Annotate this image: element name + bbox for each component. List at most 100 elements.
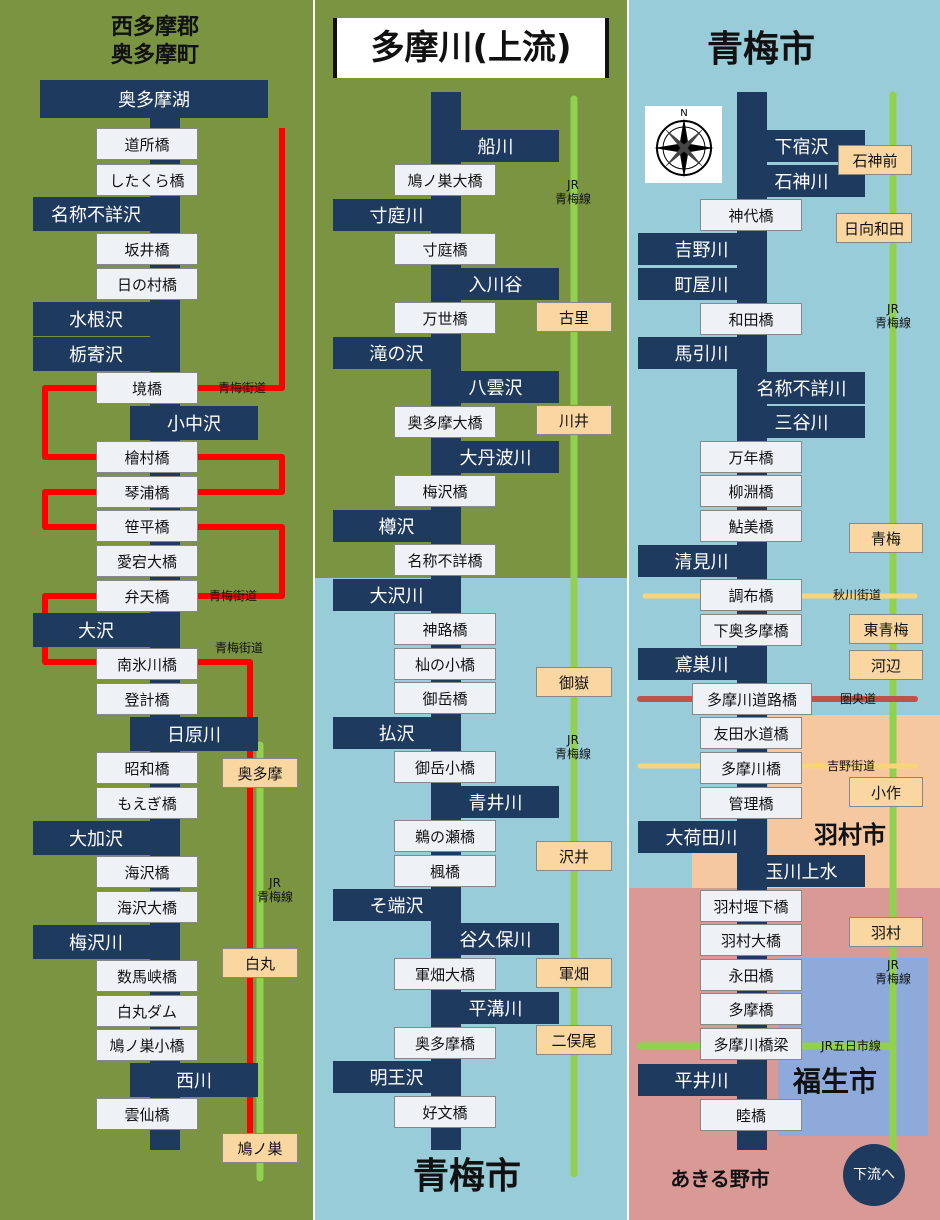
- downstream-button-bg: [843, 1144, 905, 1206]
- col3-tributary-27: 平井川: [638, 1064, 765, 1096]
- col1-bridge-12: 笹平橋: [96, 510, 198, 542]
- col3-bridge-2: 神代橋: [700, 199, 802, 231]
- col3-tributary-20: 大荷田川: [638, 821, 765, 853]
- col2-map-note-0: JR 青梅線: [554, 178, 591, 206]
- col1-station-31: 白丸: [222, 948, 298, 978]
- col2-tributary-23: 谷久保川: [432, 923, 559, 955]
- col2-bridge-12: 名称不詳橋: [394, 544, 496, 576]
- col3-bridge-16: 多摩川道路橋: [692, 683, 812, 715]
- col1-bridge-26: 白丸ダム: [96, 995, 198, 1027]
- col1-bridge-2: したくら橋: [96, 164, 198, 196]
- col2-tributary-17: 払沢: [333, 717, 460, 749]
- col1-bridge-17: 登計橋: [96, 683, 198, 715]
- col2-tributary-6: 滝の沢: [333, 337, 460, 369]
- downstream-button[interactable]: 下流へ: [853, 1167, 895, 1183]
- col3-tributary-12: 清見川: [638, 545, 765, 577]
- col1-tributary-18: 日原川: [130, 717, 258, 751]
- col3-station-34: 小作: [849, 777, 923, 807]
- city-label-akiruno: あきる野市: [670, 1167, 770, 1191]
- col1-tributary-3: 名称不詳沢: [33, 197, 159, 231]
- col3-tributary-21: 玉川上水: [738, 855, 865, 887]
- col3-bridge-9: 万年橋: [700, 441, 802, 473]
- col3-tributary-1: 石神川: [738, 165, 865, 197]
- col3-bridge-24: 永田橋: [700, 959, 802, 991]
- col3-bridge-14: 下奥多摩橋: [700, 614, 802, 646]
- city-label-oume-top: 青梅市: [706, 29, 815, 70]
- col2-tributary-0: 船川: [432, 130, 559, 162]
- col2-bridge-21: 楓橋: [394, 855, 496, 887]
- col1-bridge-20: もえぎ橋: [96, 787, 198, 819]
- col3-tributary-4: 町屋川: [638, 268, 765, 300]
- col2-bridge-24: 軍畑大橋: [394, 958, 496, 990]
- col2-tributary-19: 青井川: [432, 786, 559, 818]
- col1-map-note-0: 青梅街道: [217, 381, 266, 395]
- col3-bridge-26: 多摩川橋梁: [700, 1028, 802, 1060]
- col3-map-note-3: 吉野街道: [826, 759, 875, 773]
- col3-station-35: 羽村: [849, 917, 923, 947]
- col1-map-note-3: JR 青梅線: [256, 876, 293, 904]
- col3-bridge-23: 羽村大橋: [700, 924, 802, 956]
- col3-bridge-17: 友田水道橋: [700, 717, 802, 749]
- col3-tributary-8: 三谷川: [738, 406, 865, 438]
- col3-station-33: 河辺: [849, 650, 923, 680]
- col3-station-30: 日向和田: [836, 213, 912, 243]
- col1-bridge-29: 雲仙橋: [96, 1098, 198, 1130]
- region-label-line1: 西多摩郡: [110, 15, 199, 40]
- col1-bridge-8: 境橋: [96, 372, 198, 404]
- col3-map-note-1: 秋川街道: [832, 588, 881, 602]
- col2-bridge-16: 御岳橋: [394, 682, 496, 714]
- col2-bridge-20: 鵜の瀬橋: [394, 820, 496, 852]
- col2-station-31: 御嶽: [536, 667, 612, 697]
- compass-icon: N: [645, 106, 722, 183]
- col1-tributary-24: 梅沢川: [33, 925, 159, 959]
- col2-map-note-1: JR 青梅線: [554, 733, 591, 761]
- col1-bridge-1: 道所橋: [96, 128, 198, 160]
- city-label-fussa: 福生市: [792, 1065, 877, 1098]
- col3-bridge-25: 多摩橋: [700, 993, 802, 1025]
- col2-station-34: 二俣尾: [536, 1025, 612, 1055]
- col3-map-note-5: JR五日市線: [821, 1039, 881, 1053]
- col1-bridge-13: 愛宕大橋: [96, 545, 198, 577]
- col2-tributary-9: 大丹波川: [432, 441, 559, 473]
- col3-bridge-5: 和田橋: [700, 303, 802, 335]
- col2-tributary-11: 樽沢: [333, 510, 460, 542]
- region-label-line2: 奥多摩町: [110, 43, 199, 68]
- col2-bridge-15: 杣の小橋: [394, 648, 496, 680]
- col2-bridge-8: 奥多摩大橋: [394, 406, 496, 438]
- col2-tributary-13: 大沢川: [333, 579, 460, 611]
- col1-tributary-0: 奥多摩湖: [40, 80, 268, 118]
- col1-bridge-27: 鳩ノ巣小橋: [96, 1029, 198, 1061]
- col1-bridge-23: 海沢大橋: [96, 891, 198, 923]
- col1-bridge-16: 南氷川橋: [96, 648, 198, 680]
- col1-bridge-11: 琴浦橋: [96, 476, 198, 508]
- col2-bridge-5: 万世橋: [394, 302, 496, 334]
- region-label-okutama: 西多摩郡 奥多摩町: [60, 14, 250, 70]
- col1-bridge-22: 海沢橋: [96, 856, 198, 888]
- col3-station-29: 石神前: [838, 145, 912, 175]
- col2-station-29: 古里: [536, 302, 612, 332]
- col2-tributary-2: 寸庭川: [333, 199, 460, 231]
- col1-bridge-5: 日の村橋: [96, 268, 198, 300]
- col3-bridge-19: 管理橋: [700, 787, 802, 819]
- col3-map-note-0: JR 青梅線: [874, 302, 911, 330]
- col3-bridge-13: 調布橋: [700, 579, 802, 611]
- col2-bridge-14: 神路橋: [394, 613, 496, 645]
- col3-bridge-11: 鮎美橋: [700, 510, 802, 542]
- col1-bridge-14: 弁天橋: [96, 580, 198, 612]
- col2-tributary-27: 明王沢: [333, 1061, 460, 1093]
- col3-map-note-2: 圏央道: [839, 692, 876, 706]
- col3-bridge-22: 羽村堰下橋: [700, 890, 802, 922]
- col1-bridge-4: 坂井橋: [96, 233, 198, 265]
- col2-station-30: 川井: [536, 405, 612, 435]
- col1-tributary-7: 栃寄沢: [33, 337, 159, 371]
- col3-map-note-4: JR 青梅線: [874, 958, 911, 986]
- city-label-oume-bottom: 青梅市: [412, 1156, 521, 1197]
- city-label-hamura: 羽村市: [814, 821, 886, 849]
- oume-kaido-road: [42, 128, 285, 1150]
- col1-tributary-6: 水根沢: [33, 302, 159, 336]
- col3-bridge-10: 柳淵橋: [700, 475, 802, 507]
- col1-tributary-9: 小中沢: [130, 406, 258, 440]
- col3-bridge-18: 多摩川橋: [700, 752, 802, 784]
- col2-station-32: 沢井: [536, 841, 612, 871]
- col3-bridge-28: 睦橋: [700, 1099, 802, 1131]
